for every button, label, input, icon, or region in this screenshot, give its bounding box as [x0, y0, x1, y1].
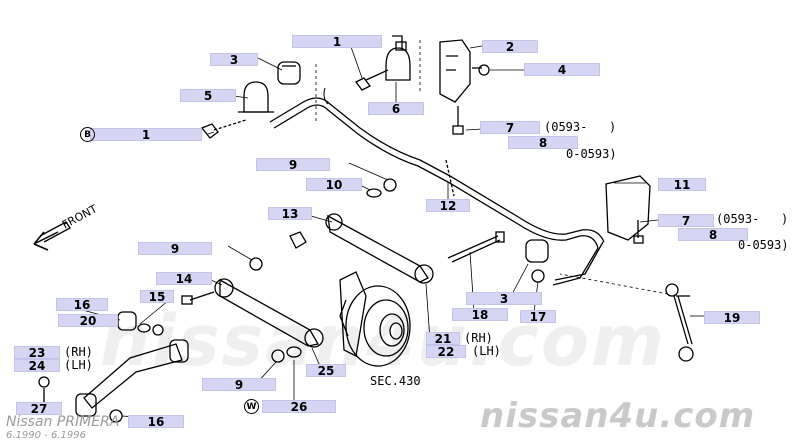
nut-9-bottom-drawing [271, 349, 285, 363]
part-label-16-left[interactable]: 16 [56, 298, 108, 312]
part-label-9-top[interactable]: 9 [256, 158, 330, 172]
bolt-18-drawing [447, 231, 505, 263]
part-label-9-bottom[interactable]: 9 [202, 378, 276, 392]
circle-marker-b: B [80, 127, 95, 142]
rh-annotation-21: (RH) [464, 331, 493, 345]
lh-annotation-22: (LH) [472, 344, 501, 358]
nut-9-top-drawing [383, 178, 397, 192]
bushing-3-top-drawing [277, 61, 301, 85]
washer-15-drawing [137, 323, 151, 333]
part-label-3-lower[interactable]: 3 [466, 292, 542, 306]
part-label-8-right[interactable]: 8 [678, 228, 748, 242]
section-reference-label: SEC.430 [370, 374, 421, 388]
bolt-1-top-drawing [355, 69, 389, 91]
part-label-26[interactable]: 26 [262, 400, 336, 414]
part-label-13[interactable]: 13 [268, 207, 312, 221]
watermark-years: 6.1990 - 6.1996 [6, 430, 86, 441]
part-label-1-top[interactable]: 1 [292, 35, 382, 49]
part-label-9-mid[interactable]: 9 [138, 242, 212, 256]
part-label-10[interactable]: 10 [306, 178, 362, 192]
watermark-background: nissan4u.com [100, 300, 666, 382]
part-label-1-left[interactable]: 1 [90, 128, 202, 142]
nut-15-drawing [152, 324, 164, 336]
part-label-16-bottom[interactable]: 16 [128, 415, 184, 429]
watermark-site: nissan4u.com [480, 396, 756, 436]
part-label-4[interactable]: 4 [524, 63, 600, 77]
part-label-14[interactable]: 14 [156, 272, 212, 286]
lh-annotation-24: (LH) [64, 358, 93, 372]
bolt-1-left-drawing [200, 119, 247, 139]
rh-annotation-23: (RH) [64, 345, 93, 359]
front-arrow-body-drawing [39, 221, 71, 243]
link-12-drawing [445, 159, 455, 197]
part-label-21[interactable]: 21 [426, 332, 460, 346]
part-label-6[interactable]: 6 [368, 102, 424, 116]
bracket-2-drawing [439, 39, 490, 103]
part-label-8-top[interactable]: 8 [508, 136, 578, 150]
upper-link-drawing [289, 213, 434, 284]
part-label-5[interactable]: 5 [180, 89, 236, 103]
part-label-25[interactable]: 25 [306, 364, 346, 378]
nut-9-mid-drawing [249, 257, 263, 271]
circle-marker-w: W [244, 399, 259, 414]
washer-10-drawing [366, 188, 382, 198]
bracket-6-drawing [385, 35, 411, 81]
front-arrow-drawing [33, 231, 59, 251]
clamp-5-drawing [238, 81, 274, 113]
part-label-18[interactable]: 18 [452, 308, 508, 322]
part-label-17[interactable]: 17 [520, 310, 556, 324]
bolt-27-drawing [38, 376, 50, 402]
radius-rod-drawing [75, 339, 189, 417]
hub-assembly-drawing [339, 271, 411, 367]
part-label-27[interactable]: 27 [16, 402, 62, 416]
part-label-20[interactable]: 20 [58, 314, 118, 328]
connecting-rod-19-drawing [665, 283, 694, 362]
part-label-11[interactable]: 11 [658, 178, 706, 192]
bushing-3-lower-drawing [525, 239, 549, 263]
lower-link-drawing [181, 278, 324, 348]
part-label-22[interactable]: 22 [426, 345, 466, 359]
serial-from-annotation-top: (0593- ) [544, 120, 617, 134]
bushing-16-drawing [117, 311, 137, 331]
part-label-15[interactable]: 15 [140, 290, 174, 304]
serial-from-annotation-right: (0593- ) [716, 212, 789, 226]
bolt-7-top-drawing [452, 106, 464, 135]
part-label-19[interactable]: 19 [704, 311, 760, 325]
part-label-7-right[interactable]: 7 [658, 214, 714, 228]
part-label-24[interactable]: 24 [14, 359, 60, 373]
serial-to-annotation-right: 0-0593) [738, 238, 789, 252]
nut-17-drawing [531, 269, 545, 283]
part-label-3-top[interactable]: 3 [210, 53, 258, 67]
stabilizer-bar-drawing [269, 87, 605, 286]
leader-lines [39, 40, 704, 419]
watermark-model: Nissan PRIMERA [6, 414, 120, 430]
washer-26-drawing [286, 346, 302, 358]
part-label-23[interactable]: 23 [14, 346, 60, 360]
serial-to-annotation-top: 0-0593) [566, 147, 617, 161]
bracket-11-drawing [605, 175, 651, 244]
part-label-7-top[interactable]: 7 [480, 121, 540, 135]
part-label-12[interactable]: 12 [426, 199, 470, 213]
part-label-2[interactable]: 2 [482, 40, 538, 54]
